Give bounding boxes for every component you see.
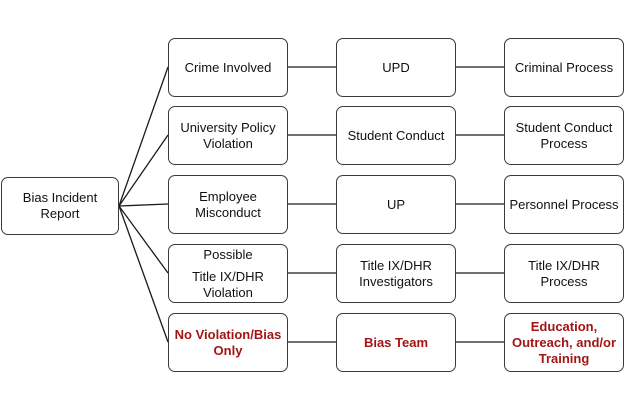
node-student-conduct: Student Conduct — [336, 106, 456, 165]
connector-root-to-titleix — [118, 205, 169, 274]
node-up: UP — [336, 175, 456, 234]
connector-root-to-policy — [118, 134, 169, 207]
node-title-ix-violation-label: Title IX/DHR Violation — [192, 269, 264, 300]
node-education-outreach-training: Education, Outreach, and/or Training — [504, 313, 624, 372]
node-crime-involved: Crime Involved — [168, 38, 288, 97]
node-personnel-process: Personnel Process — [504, 175, 624, 234]
node-upd: UPD — [336, 38, 456, 97]
node-title-ix-dhr-process: Title IX/DHR Process — [504, 244, 624, 303]
node-title-ix-dhr-violation: Possible Title IX/DHR Violation — [168, 244, 288, 303]
node-bias-team: Bias Team — [336, 313, 456, 372]
node-student-conduct-process: Student Conduct Process — [504, 106, 624, 165]
node-title-ix-possible-label: Possible — [203, 247, 253, 262]
node-title-ix-dhr-investigators: Title IX/DHR Investigators — [336, 244, 456, 303]
connector-root-to-noviolation — [118, 205, 169, 343]
node-employee-misconduct: Employee Misconduct — [168, 175, 288, 234]
connector-root-to-crime — [118, 66, 169, 207]
node-bias-incident-report: Bias Incident Report — [1, 177, 119, 235]
node-criminal-process: Criminal Process — [504, 38, 624, 97]
node-no-violation-bias-only: No Violation/Bias Only — [168, 313, 288, 372]
node-university-policy-violation: University Policy Violation — [168, 106, 288, 165]
connector-root-to-employee — [118, 203, 169, 207]
